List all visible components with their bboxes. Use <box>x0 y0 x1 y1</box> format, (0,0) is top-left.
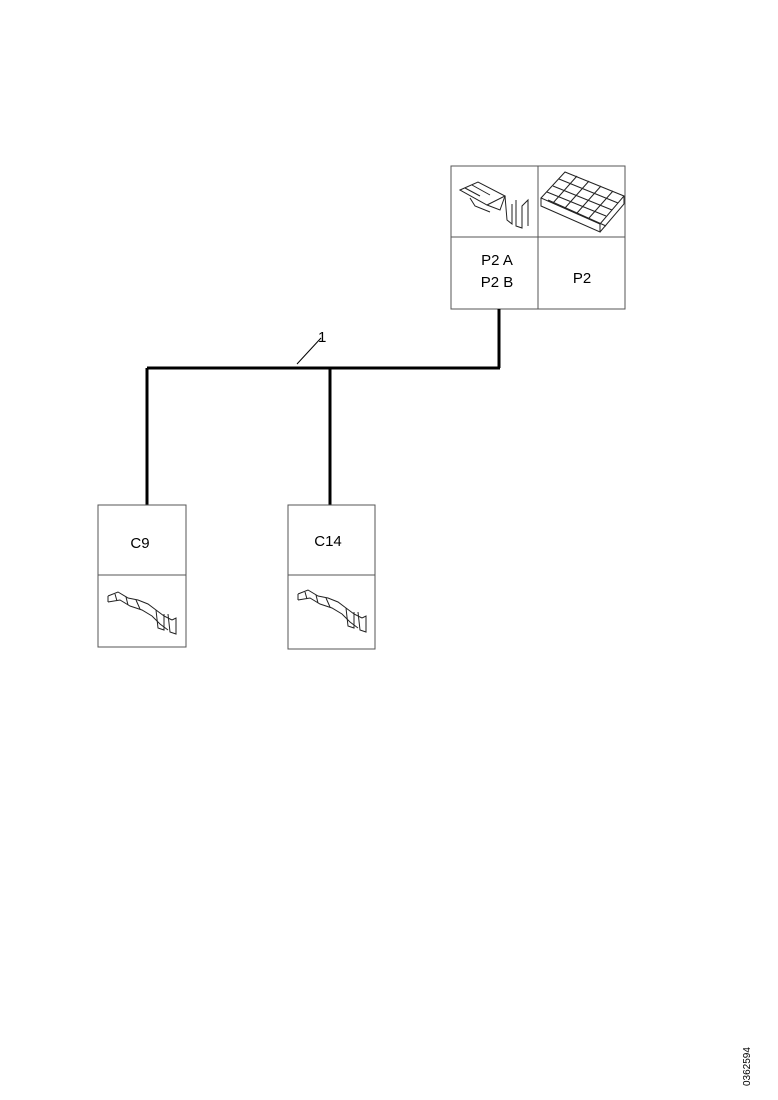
connector-c9-image-cell <box>97 574 187 648</box>
connector-c9-label: C9 <box>130 535 149 552</box>
connector-c14: C14 <box>287 504 376 650</box>
wire-harness: 1 <box>145 309 501 505</box>
connector-p2-label-cell <box>537 236 626 310</box>
connector-p2-label: P2 <box>573 270 591 287</box>
single-terminal-connector-icon <box>458 181 529 229</box>
terminal-clip-icon <box>297 589 367 633</box>
connector-p2-ab-label-2: P2 B <box>481 274 514 291</box>
connector-c9-label-cell <box>97 504 187 576</box>
multi-pin-connector-block-icon <box>540 171 625 233</box>
connector-p2-ab-label-cell <box>450 236 539 310</box>
connector-c14-image-cell <box>287 574 376 650</box>
wire-label: 1 <box>318 329 326 346</box>
connector-c9: C9 <box>97 504 187 648</box>
document-id: 0362594 <box>742 1047 753 1086</box>
connector-p2-ab: P2 A P2 B <box>450 165 539 310</box>
connector-p2-ab-label-1: P2 A <box>481 252 513 269</box>
wire-label-leader <box>296 337 322 365</box>
connector-p2: P2 <box>537 165 626 310</box>
terminal-clip-icon <box>107 591 177 635</box>
connector-c14-label: C14 <box>314 533 342 550</box>
connector-c14-label-cell <box>287 504 376 576</box>
